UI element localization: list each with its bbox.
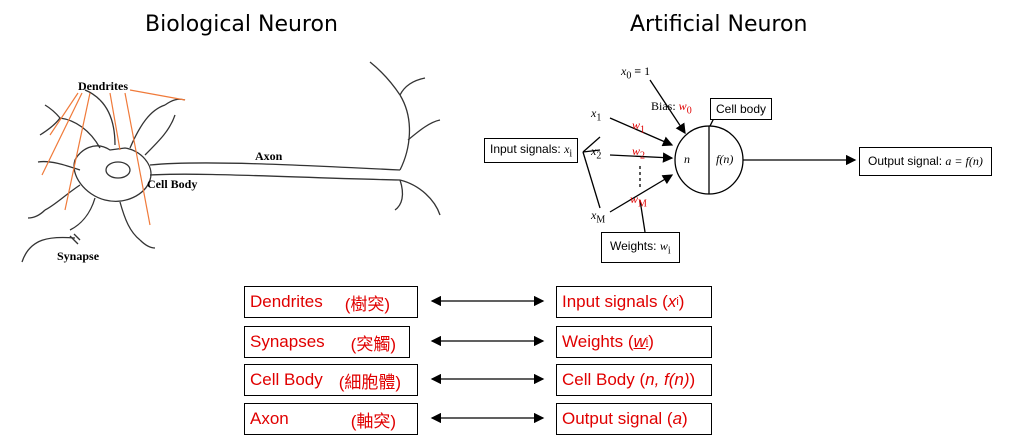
map-left-dendrites: Dendrites(樹突)	[244, 286, 418, 318]
w1-label: w1	[632, 118, 646, 136]
synapse-label: Synapse	[57, 249, 100, 263]
map-left-axon: Axon(軸突)	[244, 403, 418, 435]
map-left-cell-body: Cell Body(細胞體)	[244, 364, 418, 396]
n-label: n	[684, 152, 690, 166]
xm-label: xM	[591, 208, 606, 226]
cell-body-box: Cell body	[710, 98, 773, 120]
input-arrow-m	[609, 174, 674, 213]
map-right-output-signal: Output signal (a)	[556, 403, 712, 435]
input-arrow-1	[609, 117, 674, 147]
mapping-arrows	[430, 295, 545, 424]
output-signal-box: Output signal: a = f(n)	[859, 147, 992, 176]
axon-label: Axon	[255, 149, 283, 163]
x0-label: x0 ≡ 1	[621, 64, 651, 82]
input-signals-box: Input signals: xi	[484, 138, 579, 164]
w2-label: w2	[632, 144, 646, 162]
dendrite-pointer-lines	[41, 89, 186, 226]
wm-label: wM	[630, 192, 647, 210]
x1-label: x1	[591, 106, 602, 124]
x2-label: x2	[591, 144, 602, 162]
artificial-neuron-graph	[582, 79, 857, 233]
cell-body-label: Cell Body	[147, 177, 198, 191]
weights-box: Weights: wi	[601, 232, 680, 264]
fn-label: f(n)	[716, 152, 734, 166]
bias-label: Bias: w0	[651, 99, 692, 117]
map-left-synapses: Synapses(突觸)	[244, 326, 410, 358]
input-arrow-2	[609, 152, 674, 163]
biological-neuron-title: Biological Neuron	[145, 12, 338, 37]
artificial-neuron-title: Artificial Neuron	[630, 12, 808, 37]
biological-neuron-sketch	[21, 61, 441, 263]
map-right-cell-body: Cell Body (n, f(n))	[556, 364, 712, 396]
bias-arrow	[649, 79, 686, 135]
dendrites-label: Dendrites	[78, 79, 128, 93]
